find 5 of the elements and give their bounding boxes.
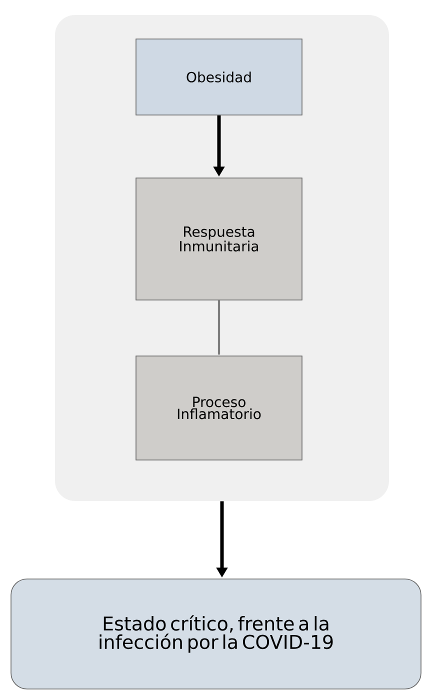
process-box: Proceso Inflamatorio [136, 356, 302, 460]
process-box: Respuesta Inmunitaria [136, 178, 302, 300]
connector-line [218, 300, 220, 356]
process-box: Obesidad [136, 38, 302, 116]
process-box: Estado crítico, frente a la infección por la COVID-19 [10, 578, 422, 690]
